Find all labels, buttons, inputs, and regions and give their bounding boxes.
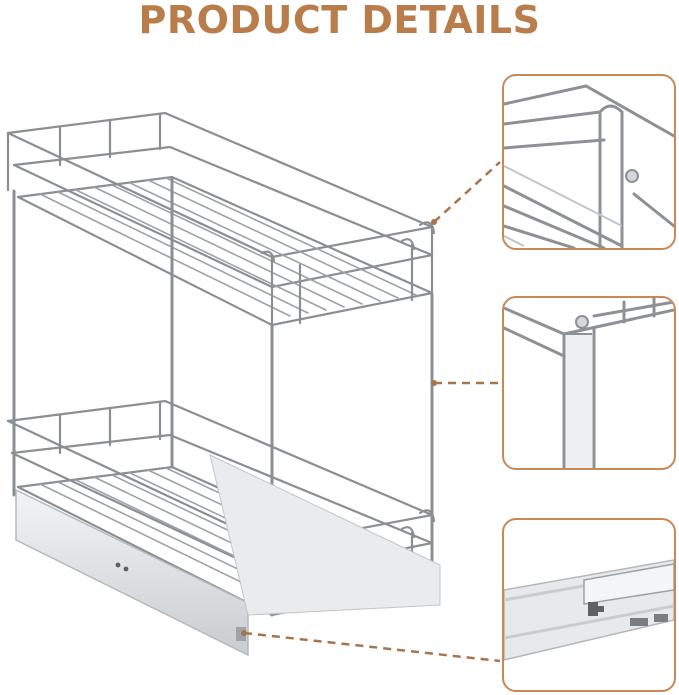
post-joint-detail-callout <box>502 296 676 470</box>
page-title: PRODUCT DETAILS <box>138 0 541 42</box>
slide-rail-detail-callout <box>502 518 676 692</box>
wire-rail-corner-closeup-icon <box>504 84 674 248</box>
top-tier-basket <box>6 111 436 329</box>
vertical-post-closeup-icon <box>504 298 674 468</box>
slide-rail-base <box>15 454 441 657</box>
ball-bearing-slide-closeup-icon <box>504 559 674 661</box>
top-corner-detail-callout <box>502 74 676 250</box>
support-posts <box>12 177 434 617</box>
pull-out-basket-image <box>6 111 441 657</box>
